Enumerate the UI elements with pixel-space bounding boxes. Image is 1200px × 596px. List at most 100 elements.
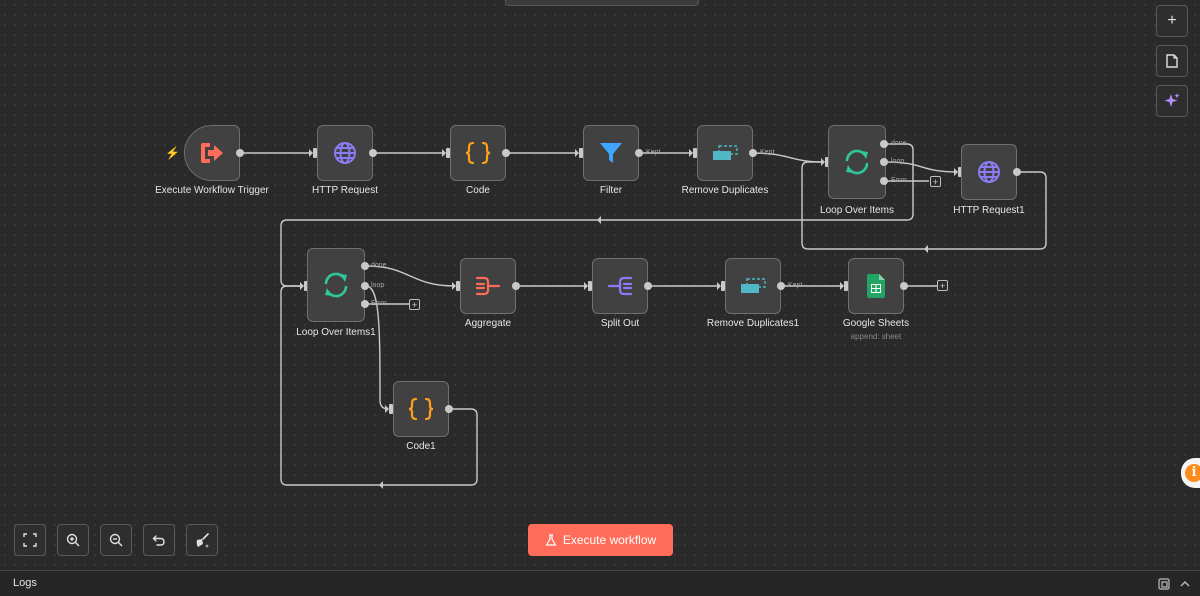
output-label: Kept: [760, 149, 775, 156]
undo-button[interactable]: [143, 524, 175, 556]
input-port[interactable]: [844, 281, 848, 291]
node-label: Code: [466, 185, 490, 196]
loop-output-port[interactable]: [361, 282, 369, 290]
input-port[interactable]: [313, 148, 317, 158]
trigger-bolt-icon: ⚡: [165, 146, 180, 160]
connections-layer: [240, 143, 1047, 489]
node-loop-over-items[interactable]: [828, 125, 886, 199]
done-label: done: [371, 262, 387, 269]
loop-output-port[interactable]: [880, 158, 888, 166]
split-out-icon: [607, 276, 633, 296]
node-aggregate[interactable]: [460, 258, 516, 314]
curly-braces-icon: [408, 397, 434, 421]
output-port[interactable]: [236, 149, 244, 157]
chevron-up-icon[interactable]: [1180, 579, 1190, 589]
done-label: done: [891, 140, 907, 147]
fit-view-button[interactable]: [14, 524, 46, 556]
error-label: Error: [891, 177, 907, 184]
input-port[interactable]: [304, 281, 308, 291]
node-http-request[interactable]: [317, 125, 373, 181]
output-port[interactable]: [749, 149, 757, 157]
output-port[interactable]: [644, 282, 652, 290]
node-label: Split Out: [600, 318, 640, 329]
node-split-out[interactable]: [592, 258, 648, 314]
execute-workflow-label: Execute workflow: [562, 533, 657, 547]
node-label: Remove Duplicates: [681, 185, 769, 196]
input-port[interactable]: [456, 281, 460, 291]
refresh-arrows-icon: [324, 272, 348, 298]
top-panel-tab[interactable]: [505, 0, 699, 6]
execute-workflow-button[interactable]: Execute workflow: [528, 524, 673, 556]
globe-icon: [978, 161, 1000, 183]
sticky-note-button[interactable]: [1156, 45, 1188, 77]
fit-to-view-icon: [23, 533, 37, 547]
node-label: Google Sheets: [842, 318, 910, 329]
output-label: Kept: [788, 282, 803, 289]
input-port[interactable]: [389, 404, 393, 414]
undo-icon: [152, 535, 165, 546]
funnel-icon: [600, 143, 622, 163]
broom-icon: [196, 533, 209, 548]
wire-loop-http1: [884, 161, 958, 173]
node-code[interactable]: [450, 125, 506, 181]
refresh-arrows-icon: [845, 149, 869, 175]
note-icon: [1166, 54, 1178, 68]
plus-icon: +: [1167, 12, 1177, 29]
input-port[interactable]: [446, 148, 450, 158]
output-port[interactable]: [369, 149, 377, 157]
node-label: Filter: [599, 185, 623, 196]
output-port[interactable]: [512, 282, 520, 290]
node-http-request1[interactable]: [961, 144, 1017, 200]
input-port[interactable]: [579, 148, 583, 158]
zoom-in-button[interactable]: [57, 524, 89, 556]
error-output-port[interactable]: [361, 300, 369, 308]
node-loop-over-items1[interactable]: [307, 248, 365, 322]
node-label: HTTP Request: [312, 185, 378, 196]
input-port[interactable]: [588, 281, 592, 291]
output-port[interactable]: [1013, 168, 1021, 176]
output-port[interactable]: [777, 282, 785, 290]
loop-label: loop: [891, 158, 905, 165]
workflow-canvas[interactable]: ⚡ Execute Workflow Trigger HTTP Request: [0, 0, 1200, 570]
ai-assistant-button[interactable]: [1156, 85, 1188, 117]
output-port[interactable]: [502, 149, 510, 157]
add-node-button[interactable]: +: [1156, 5, 1188, 37]
done-output-port[interactable]: [361, 262, 369, 270]
wire-loop1-code1: [365, 285, 389, 410]
info-tab[interactable]: i: [1181, 458, 1200, 488]
input-port[interactable]: [693, 148, 697, 158]
input-port[interactable]: [721, 281, 725, 291]
output-port[interactable]: [900, 282, 908, 290]
output-port[interactable]: [445, 405, 453, 413]
info-icon: i: [1185, 464, 1200, 482]
node-filter[interactable]: [583, 125, 639, 181]
node-execute-workflow-trigger[interactable]: [184, 125, 240, 181]
node-sublabel: append: sheet: [850, 332, 902, 341]
output-label: Kept: [646, 149, 661, 156]
remove-duplicates-icon: [741, 278, 766, 293]
input-port[interactable]: [958, 167, 962, 177]
node-remove-duplicates1[interactable]: [725, 258, 781, 314]
node-code1[interactable]: [393, 381, 449, 437]
zoom-out-icon: [109, 533, 123, 547]
add-node-plus-button[interactable]: +: [930, 176, 941, 187]
node-remove-duplicates[interactable]: [697, 125, 753, 181]
pop-out-icon[interactable]: [1158, 578, 1170, 590]
zoom-out-button[interactable]: [100, 524, 132, 556]
sign-in-arrow-icon: [201, 143, 223, 163]
tidy-up-button[interactable]: [186, 524, 218, 556]
node-label: Remove Duplicates1: [706, 318, 800, 329]
output-port[interactable]: [635, 149, 643, 157]
done-output-port[interactable]: [880, 140, 888, 148]
sparkles-icon: [1164, 93, 1180, 107]
node-label: Aggregate: [464, 318, 512, 329]
logs-panel-bar[interactable]: Logs: [0, 570, 1200, 596]
node-google-sheets[interactable]: [848, 258, 904, 314]
flask-icon: [545, 534, 557, 546]
add-node-plus-button[interactable]: +: [937, 280, 948, 291]
node-label: HTTP Request1: [953, 205, 1025, 216]
error-output-port[interactable]: [880, 177, 888, 185]
add-node-plus-button[interactable]: +: [409, 299, 420, 310]
logs-title: Logs: [13, 577, 37, 589]
input-port[interactable]: [825, 157, 829, 167]
